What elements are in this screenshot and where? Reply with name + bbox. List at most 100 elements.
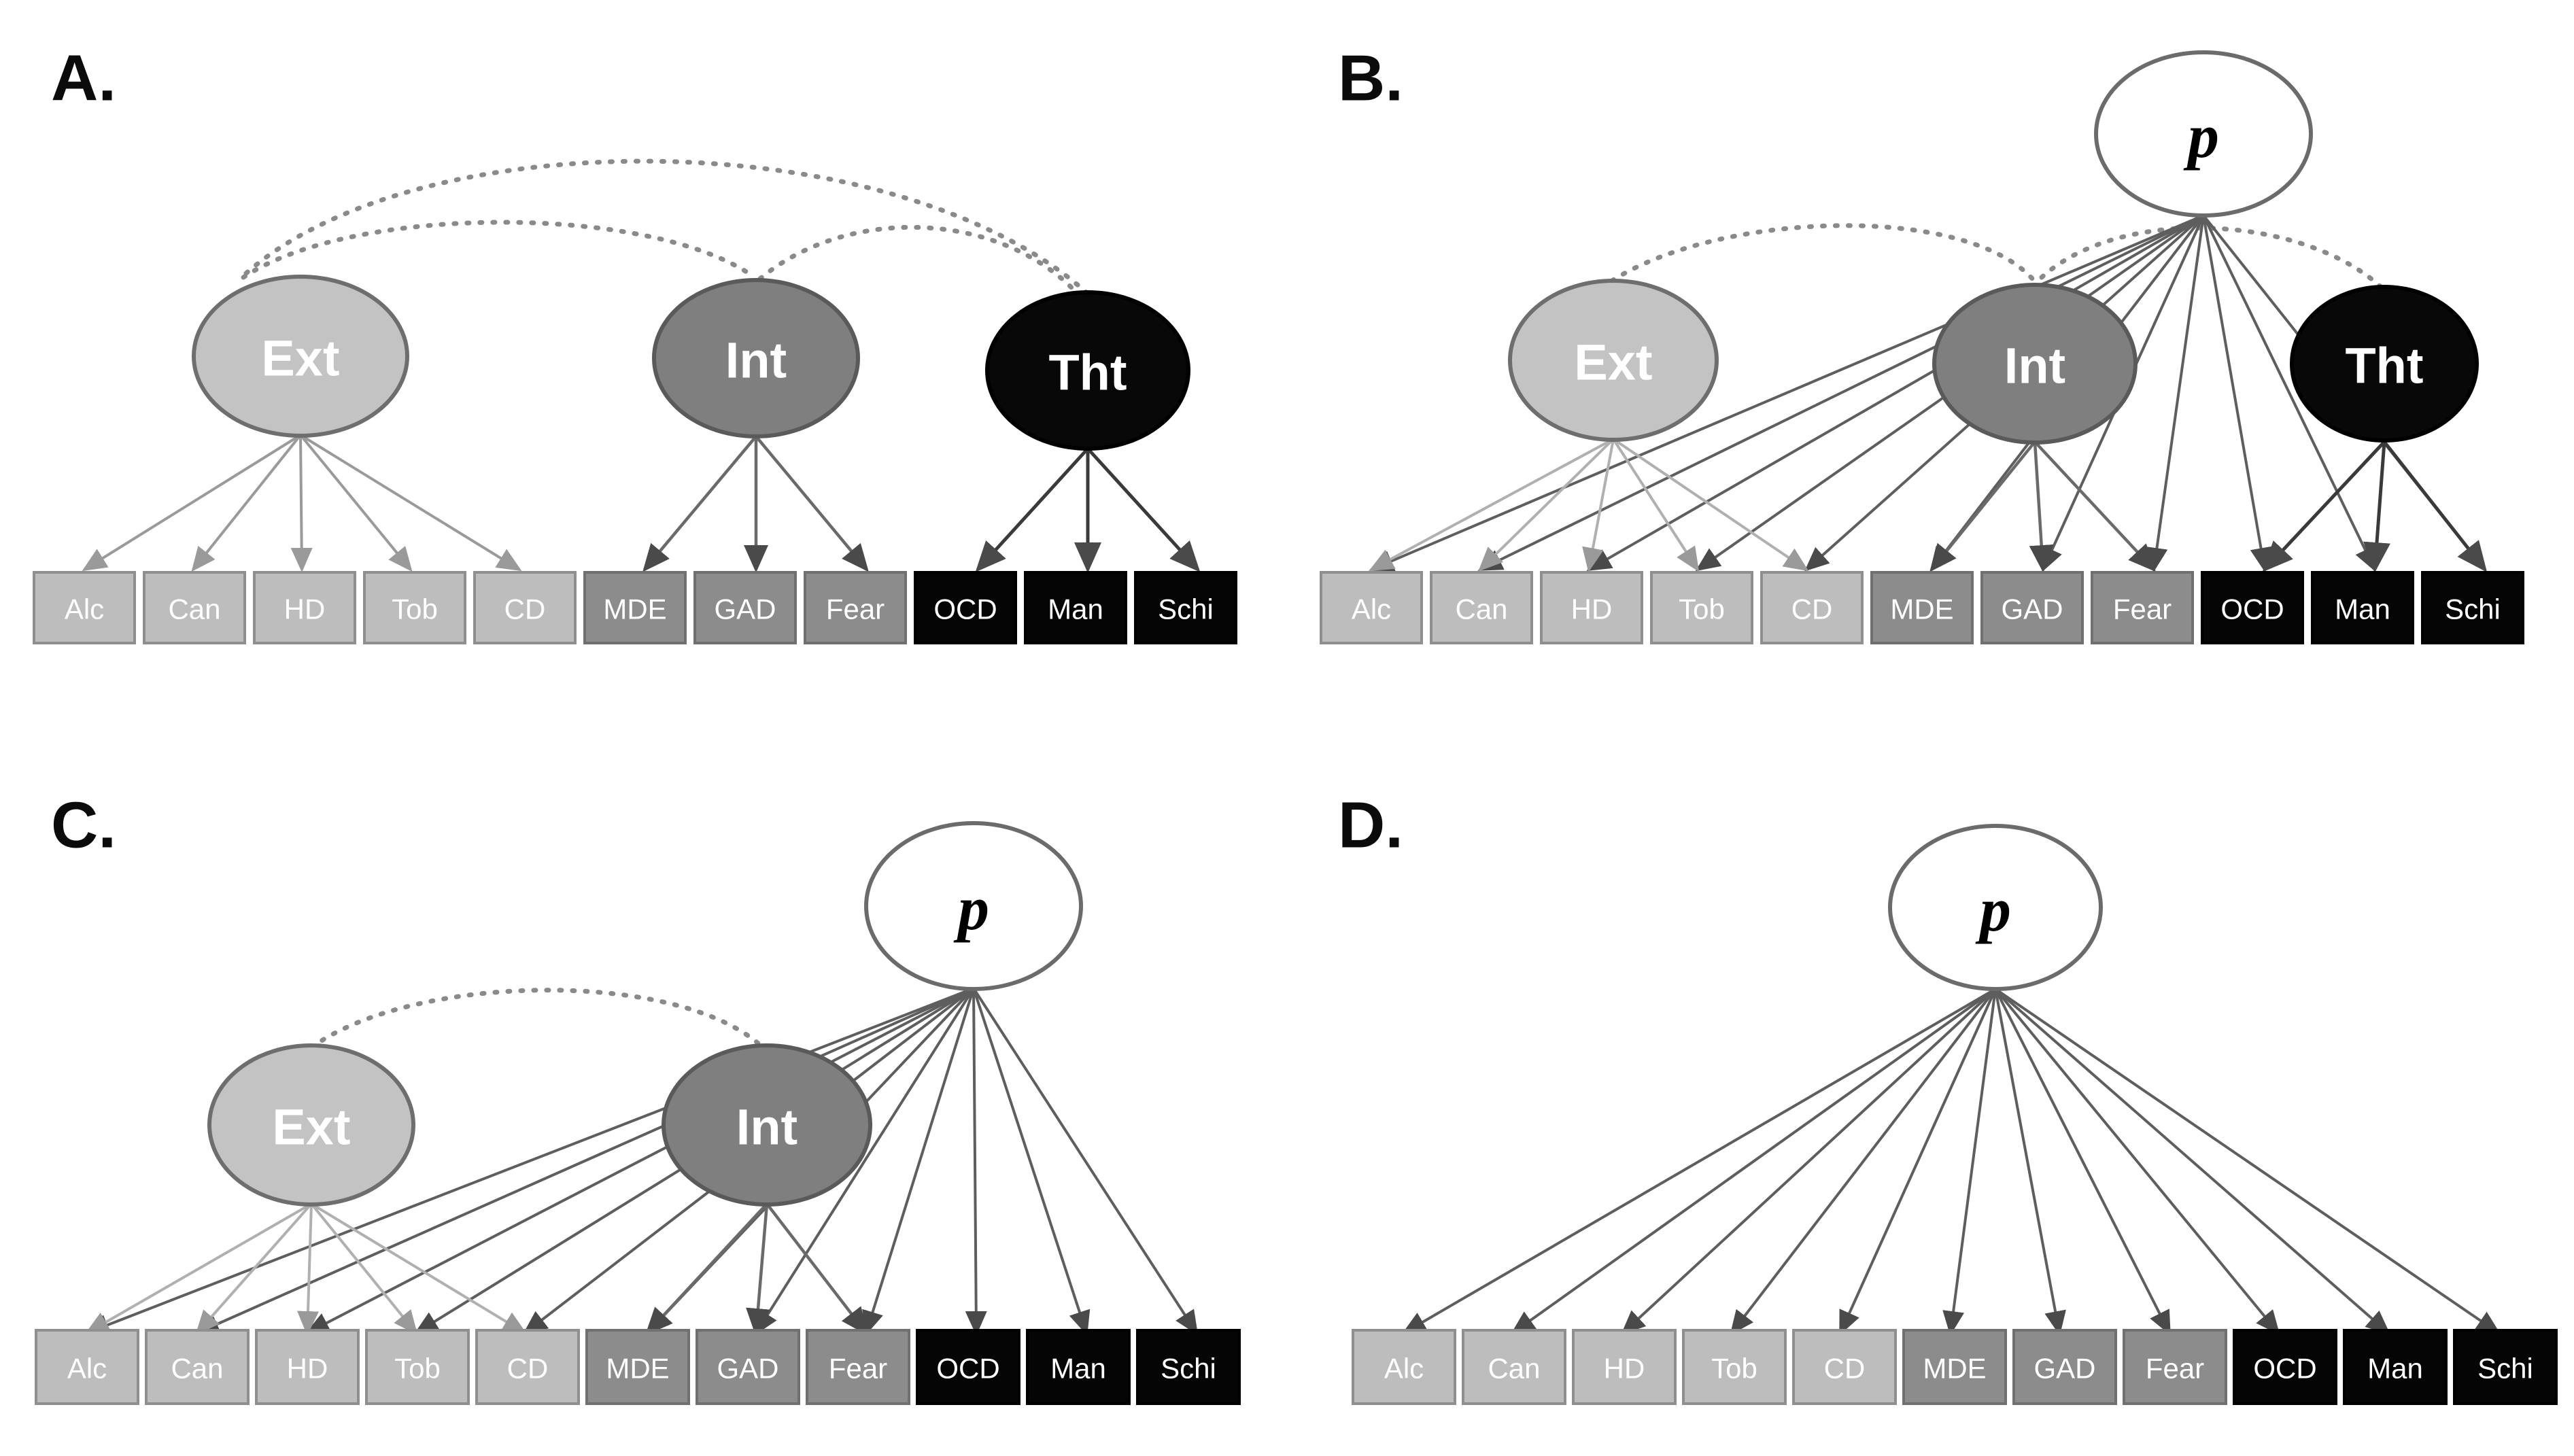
indicator-gad[interactable]: GAD xyxy=(693,571,797,644)
factor-int-c[interactable]: Int xyxy=(662,1043,872,1207)
indicator-box-gad[interactable] xyxy=(693,571,797,644)
ellipse-p[interactable] xyxy=(864,821,1083,991)
indicator-hd[interactable]: HD xyxy=(253,571,356,644)
indicator-box-tob[interactable] xyxy=(1650,571,1753,644)
indicator-box-gad[interactable] xyxy=(696,1329,800,1405)
indicator-box-schi[interactable] xyxy=(1136,1329,1241,1405)
indicator-mde[interactable]: MDE xyxy=(1902,1329,2007,1405)
indicator-box-can[interactable] xyxy=(143,571,246,644)
factor-int-a[interactable]: Int xyxy=(652,278,860,438)
indicator-box-gad[interactable] xyxy=(2012,1329,2117,1405)
indicator-can[interactable]: Can xyxy=(1462,1329,1566,1405)
indicator-cd[interactable]: CD xyxy=(475,1329,580,1405)
indicator-schi[interactable]: Schi xyxy=(2421,571,2524,644)
indicator-box-fear[interactable] xyxy=(806,1329,910,1405)
factor-p-b[interactable]: p xyxy=(2094,50,2313,218)
indicator-box-cd[interactable] xyxy=(475,1329,580,1405)
indicator-alc[interactable]: Alc xyxy=(1352,1329,1456,1405)
indicator-can[interactable]: Can xyxy=(1430,571,1533,644)
indicator-box-man[interactable] xyxy=(2311,571,2414,644)
indicator-box-ocd[interactable] xyxy=(2201,571,2304,644)
ellipse-p[interactable] xyxy=(2094,50,2313,218)
indicator-schi[interactable]: Schi xyxy=(1134,571,1237,644)
indicator-box-ocd[interactable] xyxy=(2233,1329,2337,1405)
indicator-hd[interactable]: HD xyxy=(1572,1329,1677,1405)
ellipse-ext[interactable] xyxy=(192,275,409,438)
indicator-box-mde[interactable] xyxy=(1902,1329,2007,1405)
indicator-box-hd[interactable] xyxy=(1540,571,1643,644)
indicator-can[interactable]: Can xyxy=(145,1329,250,1405)
indicator-box-cd[interactable] xyxy=(1760,571,1864,644)
indicator-box-mde[interactable] xyxy=(583,571,687,644)
indicator-ocd[interactable]: OCD xyxy=(914,571,1017,644)
indicator-man[interactable]: Man xyxy=(2311,571,2414,644)
indicator-box-cd[interactable] xyxy=(473,571,577,644)
indicator-tob[interactable]: Tob xyxy=(1650,571,1753,644)
indicator-box-ocd[interactable] xyxy=(916,1329,1020,1405)
ellipse-ext[interactable] xyxy=(1508,279,1719,442)
indicator-box-fear[interactable] xyxy=(804,571,907,644)
ellipse-tht[interactable] xyxy=(2290,285,2479,443)
indicator-schi[interactable]: Schi xyxy=(2453,1329,2558,1405)
indicator-ocd[interactable]: OCD xyxy=(2233,1329,2337,1405)
indicator-hd[interactable]: HD xyxy=(1540,571,1643,644)
indicator-box-schi[interactable] xyxy=(2453,1329,2558,1405)
indicator-tob[interactable]: Tob xyxy=(365,1329,470,1405)
indicator-box-alc[interactable] xyxy=(1352,1329,1456,1405)
indicator-box-tob[interactable] xyxy=(363,571,466,644)
indicator-ocd[interactable]: OCD xyxy=(2201,571,2304,644)
indicator-alc[interactable]: Alc xyxy=(35,1329,139,1405)
indicator-box-gad[interactable] xyxy=(1980,571,2084,644)
indicator-box-alc[interactable] xyxy=(35,1329,139,1405)
indicator-box-tob[interactable] xyxy=(1682,1329,1787,1405)
factor-p-c[interactable]: p xyxy=(864,821,1083,991)
indicator-box-mde[interactable] xyxy=(585,1329,690,1405)
indicator-man[interactable]: Man xyxy=(1026,1329,1131,1405)
indicator-hd[interactable]: HD xyxy=(255,1329,360,1405)
ellipse-p[interactable] xyxy=(1888,824,2103,991)
indicator-box-schi[interactable] xyxy=(1134,571,1237,644)
indicator-fear[interactable]: Fear xyxy=(2123,1329,2227,1405)
ellipse-int[interactable] xyxy=(652,278,860,438)
indicator-alc[interactable]: Alc xyxy=(1320,571,1423,644)
indicator-alc[interactable]: Alc xyxy=(33,571,136,644)
indicator-gad[interactable]: GAD xyxy=(1980,571,2084,644)
indicator-box-fear[interactable] xyxy=(2123,1329,2227,1405)
factor-tht-b[interactable]: Tht xyxy=(2290,285,2479,443)
indicator-box-schi[interactable] xyxy=(2421,571,2524,644)
ellipse-tht[interactable] xyxy=(985,290,1190,451)
indicator-man[interactable]: Man xyxy=(2343,1329,2448,1405)
indicator-box-man[interactable] xyxy=(1024,571,1127,644)
indicator-box-can[interactable] xyxy=(1462,1329,1566,1405)
indicator-gad[interactable]: GAD xyxy=(2012,1329,2117,1405)
indicator-box-hd[interactable] xyxy=(255,1329,360,1405)
indicator-box-mde[interactable] xyxy=(1870,571,1974,644)
indicator-tob[interactable]: Tob xyxy=(363,571,466,644)
indicator-box-man[interactable] xyxy=(1026,1329,1131,1405)
factor-tht-a[interactable]: Tht xyxy=(985,290,1190,451)
factor-ext-c[interactable]: Ext xyxy=(207,1043,415,1207)
indicator-ocd[interactable]: OCD xyxy=(916,1329,1020,1405)
ellipse-int[interactable] xyxy=(662,1043,872,1207)
indicator-box-can[interactable] xyxy=(145,1329,250,1405)
indicator-cd[interactable]: CD xyxy=(1792,1329,1897,1405)
indicator-box-fear[interactable] xyxy=(2091,571,2194,644)
indicator-box-man[interactable] xyxy=(2343,1329,2448,1405)
indicator-can[interactable]: Can xyxy=(143,571,246,644)
indicator-fear[interactable]: Fear xyxy=(806,1329,910,1405)
indicator-gad[interactable]: GAD xyxy=(696,1329,800,1405)
indicator-cd[interactable]: CD xyxy=(473,571,577,644)
indicator-box-alc[interactable] xyxy=(33,571,136,644)
indicator-box-tob[interactable] xyxy=(365,1329,470,1405)
indicator-box-hd[interactable] xyxy=(1572,1329,1677,1405)
indicator-fear[interactable]: Fear xyxy=(2091,571,2194,644)
indicator-fear[interactable]: Fear xyxy=(804,571,907,644)
indicator-tob[interactable]: Tob xyxy=(1682,1329,1787,1405)
indicator-box-cd[interactable] xyxy=(1792,1329,1897,1405)
indicator-mde[interactable]: MDE xyxy=(585,1329,690,1405)
ellipse-ext[interactable] xyxy=(207,1043,415,1207)
indicator-mde[interactable]: MDE xyxy=(1870,571,1974,644)
indicator-cd[interactable]: CD xyxy=(1760,571,1864,644)
indicator-box-hd[interactable] xyxy=(253,571,356,644)
indicator-mde[interactable]: MDE xyxy=(583,571,687,644)
